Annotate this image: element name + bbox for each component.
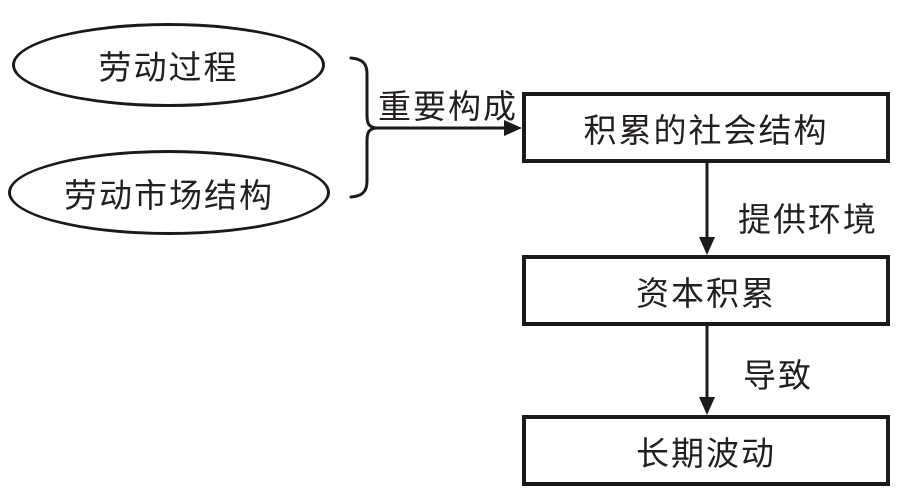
arrow-down-head-icon-1 — [699, 237, 715, 255]
arrow-right-head-icon — [504, 120, 522, 136]
ellipse-labor-market-structure-label: 劳动市场结构 — [64, 176, 274, 214]
box-social-structure-of-accumulation-label: 积累的社会结构 — [583, 111, 829, 149]
edge-label-provides-environment: 提供环境 — [738, 201, 878, 238]
box-long-term-fluctuation-label: 长期波动 — [636, 434, 776, 472]
box-capital-accumulation-label: 资本积累 — [636, 274, 776, 312]
arrow-down-head-icon-2 — [699, 397, 715, 415]
ellipse-labor-process-label: 劳动过程 — [98, 49, 239, 86]
brace-bracket-icon — [349, 56, 377, 199]
ellipse-labor-market-structure: 劳动市场结构 — [8, 150, 330, 235]
box-long-term-fluctuation: 长期波动 — [522, 415, 890, 486]
ellipse-labor-process: 劳动过程 — [12, 23, 325, 107]
box-capital-accumulation: 资本积累 — [522, 255, 890, 326]
edge-label-important-component: 重要构成 — [378, 88, 518, 125]
box-social-structure-of-accumulation: 积累的社会结构 — [522, 92, 890, 163]
edge-label-leads-to: 导致 — [743, 357, 813, 394]
